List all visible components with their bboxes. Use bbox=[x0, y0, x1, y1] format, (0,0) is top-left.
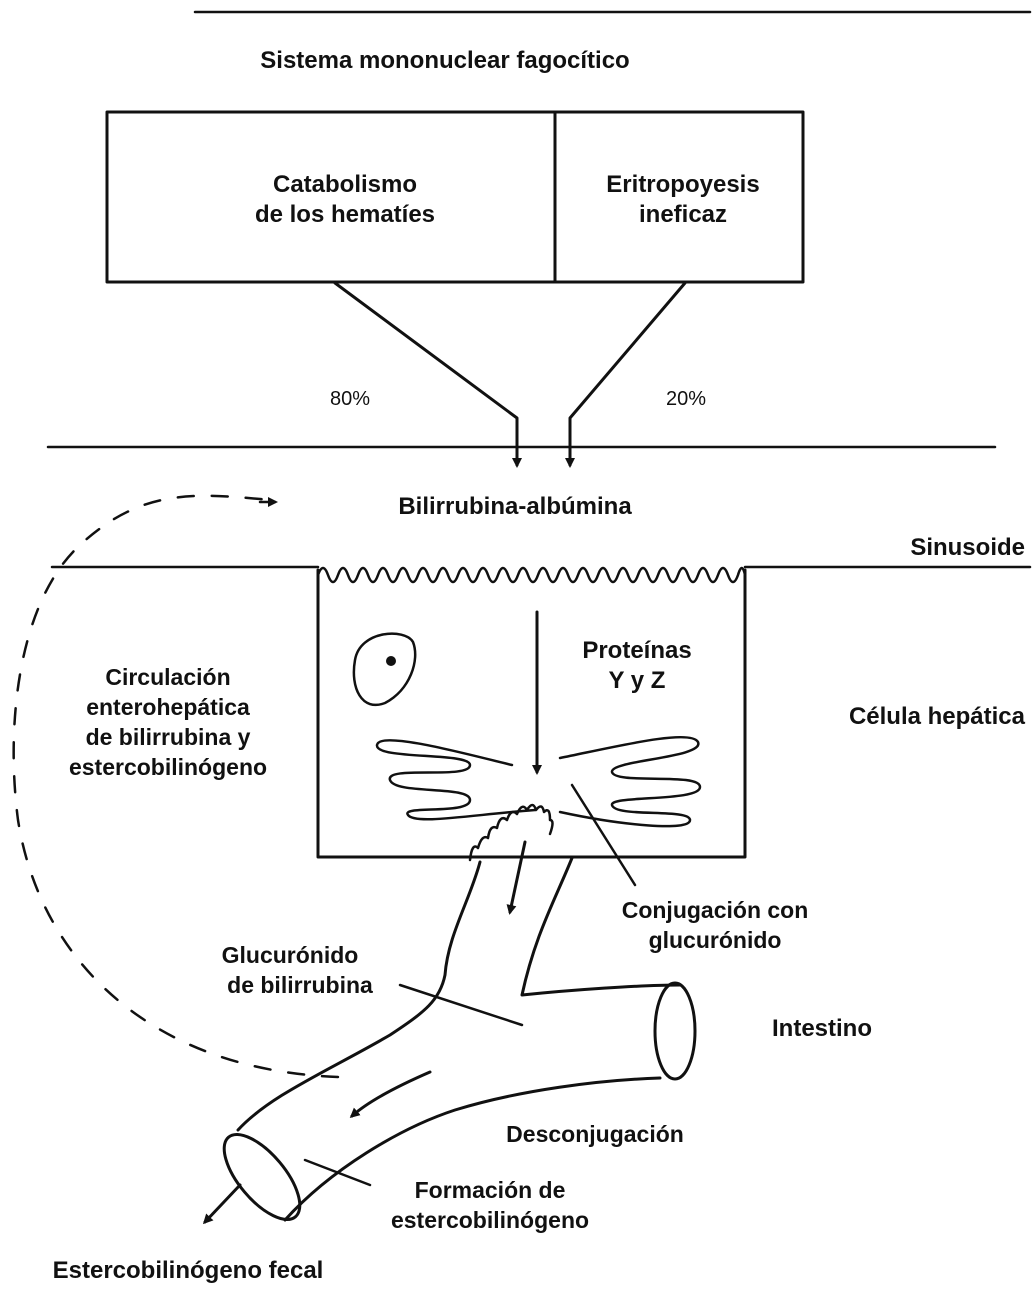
nucleolus-icon bbox=[386, 656, 396, 666]
hepatic-cell-label: Célula hepática bbox=[849, 703, 1026, 730]
title-label: Sistema mononuclear fagocítico bbox=[260, 47, 629, 74]
conjugation-label-line1: Conjugación con bbox=[622, 897, 809, 923]
reticulum-left bbox=[377, 740, 535, 819]
intestine-end-right bbox=[655, 983, 695, 1079]
right-funnel-arrow bbox=[570, 283, 685, 465]
sinusoid-label: Sinusoide bbox=[910, 534, 1025, 561]
formation-label-line1: Formación de bbox=[415, 1177, 566, 1203]
formation-label-line2: estercobilinógeno bbox=[391, 1207, 589, 1233]
proteins-label-line2: Y y Z bbox=[609, 667, 666, 694]
glucuronide-label-line2: de bilirrubina bbox=[227, 972, 373, 998]
reticulum-right bbox=[560, 737, 700, 826]
microvilli bbox=[318, 568, 745, 582]
left-funnel-arrow bbox=[335, 283, 517, 465]
percent-left: 80% bbox=[330, 388, 370, 410]
enterohepatic-label-line3: de bilirrubina y bbox=[86, 724, 251, 750]
fecal-output-arrow bbox=[205, 1185, 240, 1222]
bilirubin-albumin-label: Bilirrubina-albúmina bbox=[398, 493, 632, 520]
intestine-end-left bbox=[211, 1122, 313, 1231]
glucuronide-label-line1: Glucurónido bbox=[222, 942, 359, 968]
formation-pointer bbox=[305, 1160, 370, 1185]
catabolism-label-line1: Catabolismo bbox=[273, 171, 417, 198]
enterohepatic-label-line1: Circulación bbox=[105, 664, 230, 690]
enterohepatic-label-line2: enterohepática bbox=[86, 694, 250, 720]
erythropoiesis-label-line1: Eritropoyesis bbox=[606, 171, 759, 198]
proteins-label-line1: Proteínas bbox=[582, 637, 691, 664]
nucleus-icon bbox=[354, 634, 415, 705]
fecal-label: Estercobilinógeno fecal bbox=[53, 1257, 324, 1284]
enterohepatic-label-line4: estercobilinógeno bbox=[69, 754, 267, 780]
deconjugation-label: Desconjugación bbox=[506, 1121, 684, 1147]
intestinal-flow-arrow bbox=[352, 1072, 430, 1116]
intestine-label: Intestino bbox=[772, 1015, 872, 1042]
canaliculus-microvilli bbox=[470, 805, 553, 860]
catabolism-label-line2: de los hematíes bbox=[255, 201, 435, 228]
percent-right: 20% bbox=[666, 388, 706, 410]
erythropoiesis-label-line2: ineficaz bbox=[639, 201, 727, 228]
bile-flow-arrow bbox=[510, 842, 525, 912]
conjugation-label-line2: glucurónido bbox=[649, 927, 782, 953]
glucuronide-pointer bbox=[400, 985, 522, 1025]
